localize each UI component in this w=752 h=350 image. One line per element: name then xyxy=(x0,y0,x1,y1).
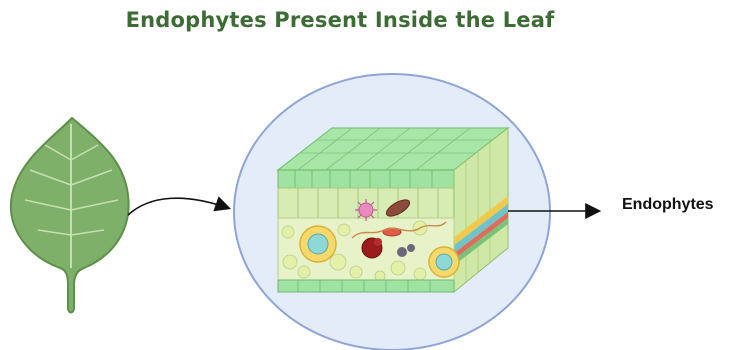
spore-grey-2 xyxy=(407,244,415,252)
virus-particle xyxy=(359,203,373,217)
spore-grey-1 xyxy=(397,247,407,257)
leaf-illustration xyxy=(11,118,129,313)
leaf-to-zoom-arrow xyxy=(128,198,228,215)
endophytes-label: Endophytes xyxy=(622,196,714,214)
